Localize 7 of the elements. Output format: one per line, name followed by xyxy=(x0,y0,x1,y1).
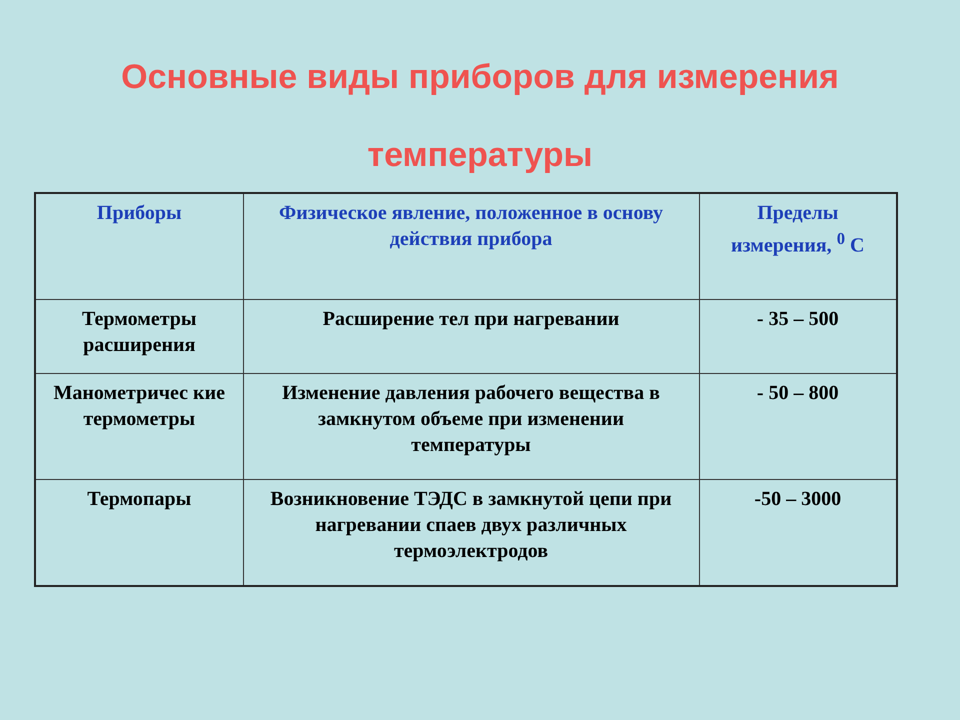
table-cell: Изменение давления рабочего вещества в замкнутом объеме при изменении температуры xyxy=(243,373,699,479)
table-header-cell: Приборы xyxy=(35,193,243,299)
table-header-cell: Физическое явление, положенное в основу действия прибора xyxy=(243,193,699,299)
table-cell: Манометричес кие термометры xyxy=(35,373,243,479)
slide-title: Основные виды приборов для измерения температуры xyxy=(120,57,840,176)
table-cell: Термометры расширения xyxy=(35,299,243,373)
table-cell: Расширение тел при нагревании xyxy=(243,299,699,373)
